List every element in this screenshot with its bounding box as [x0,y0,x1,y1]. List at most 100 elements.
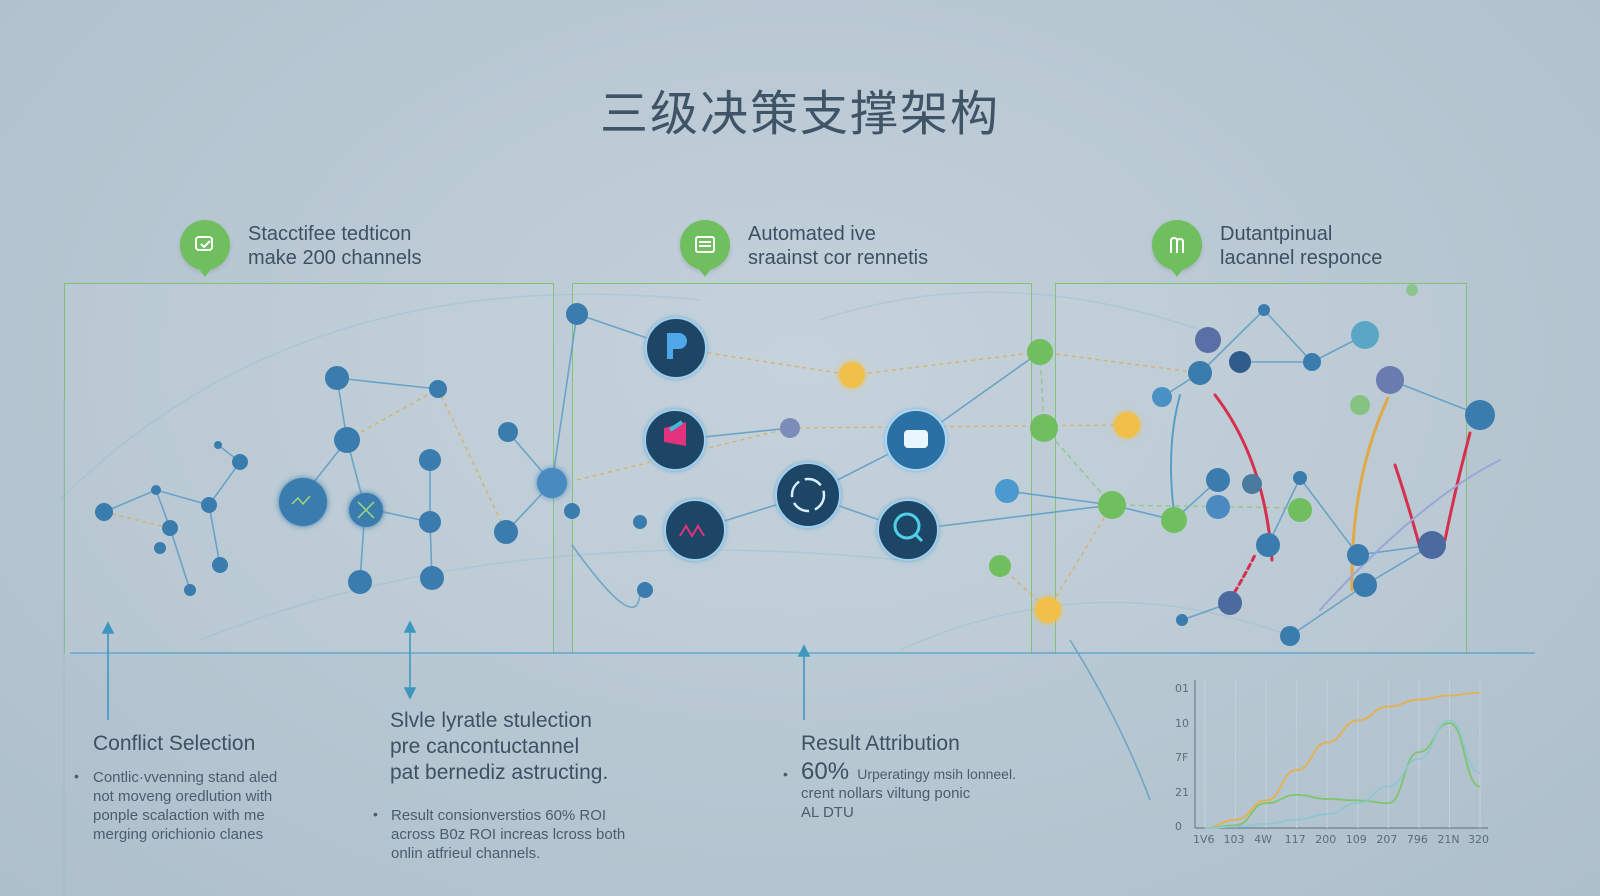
chat-icon [904,430,928,448]
network-edge-dashed [103,511,171,529]
network-edge-dashed [1111,504,1301,509]
x-tick-label: 796 [1406,833,1428,846]
network-node [494,520,518,544]
chart-series-line [1204,691,1481,829]
decor-arc [59,293,701,501]
x-tick-label: 21N [1437,833,1460,846]
x-tick-label: 1V6 [1193,833,1215,846]
stage-panel-1 [64,283,554,654]
bullet-dot: • [373,806,378,822]
section-3-body-line: crent nollars viltung ponic [801,785,971,802]
arrow-head [797,644,811,657]
section-2-body: Result consionverstios 60% ROI across B0… [391,806,625,863]
green-node [1161,507,1187,533]
network-edge [169,527,191,591]
stage-header-2: Automated ive sraainst cor rennetis [680,220,929,277]
decor-arc [819,291,1201,331]
network-edge [1006,490,1113,506]
section-2-title-line: pre cancontuctannel [390,735,580,758]
network-node [780,418,800,438]
section-3-highlight: 60% [801,758,850,785]
decor-arc [899,601,1301,651]
section-1-body-line: Contlic·vvenning stand aled [93,769,278,786]
message-check-icon [180,220,230,277]
section-3-title-line: Result Attribution [801,732,960,755]
cycle-icon [790,477,826,513]
network-edge [336,377,439,390]
x-tick-label: 320 [1468,833,1489,846]
network-edge-dashed [1047,504,1113,611]
network-edge-dashed [789,424,1128,429]
stage-header-3-line2: lacannel responce [1220,247,1383,269]
stage-header-2-line2: sraainst cor rennetis [748,247,929,269]
y-tick-label: 0 [1175,820,1182,833]
network-edge [1069,639,1151,801]
section-3-body-line: AL DTU [801,804,854,821]
stage-panel-3 [1055,283,1467,654]
stage-header-2-line1: Automated ive [748,223,876,245]
trend-icon [291,495,311,506]
network-node [1347,544,1369,566]
page-title: 三级决策支撑架构 [599,86,1000,142]
network-node [420,566,444,590]
arrow-head [101,621,115,634]
highlight-node [1114,412,1140,438]
stage-header-1-line1: Stacctifee tedticon [248,223,412,245]
network-edge [1389,379,1481,416]
network-edge [571,544,641,609]
network-edge [1299,477,1359,556]
network-edge [551,313,578,484]
y-tick-label: 01 [1175,682,1189,695]
hub-node [537,468,567,498]
stage-header-1: Stacctifee tedticon make 200 channels [180,220,422,277]
network-edge-dashed [1043,427,1113,506]
cross-icon [357,501,375,519]
section-2-body-line: onlin atfrieul channels. [391,845,541,862]
network-edge [208,461,241,506]
network-node [1206,495,1230,519]
network-node [214,441,222,449]
list-icon [680,220,730,277]
tool-node [877,499,939,561]
network-edge [1289,584,1366,637]
green-node [989,555,1011,577]
section-2-body-line: across B0z ROI increas lcross both [391,826,626,843]
x-tick-label: 200 [1315,833,1337,846]
bullet-dot: • [783,766,788,782]
stage-header-3-line1: Dutantpinual [1220,223,1333,245]
x-tick-label: 117 [1284,833,1306,846]
core-node [775,462,841,528]
network-node [498,422,518,442]
network-edge [1263,309,1313,363]
network-node [637,582,653,598]
network-node [1152,387,1172,407]
section-2-title-line: pat bernediz astructing. [390,761,609,784]
network-node [1256,533,1280,557]
network-node [151,485,161,495]
network-node [1280,626,1300,646]
section-1-title: Conflict Selection [93,731,255,757]
network-node [995,479,1019,503]
arrow-head [403,687,417,700]
network-node [334,427,360,453]
green-node [1288,498,1312,522]
green-node [1030,414,1058,442]
network-edge [1267,477,1301,546]
section-3-highlight-line: 60% Urperatingy msih lonneel. [801,760,1016,784]
wave-icon [679,524,705,538]
network-node [212,557,228,573]
network-node [1206,468,1230,492]
green-node [1406,284,1418,296]
x-tick-label: 103 [1223,833,1245,846]
section-1-body-line: ponple scalaction with me [93,807,265,824]
stage-header-1-line2: make 200 channels [248,247,422,269]
network-node [201,497,217,513]
network-edge [103,489,157,513]
network-edge-dashed [675,347,853,376]
network-node [566,303,588,325]
network-node [1293,471,1307,485]
section-1-title-line: Conflict Selection [93,732,256,755]
purple-curve [1319,459,1501,611]
green-node [1027,339,1053,365]
network-node [1418,531,1446,559]
